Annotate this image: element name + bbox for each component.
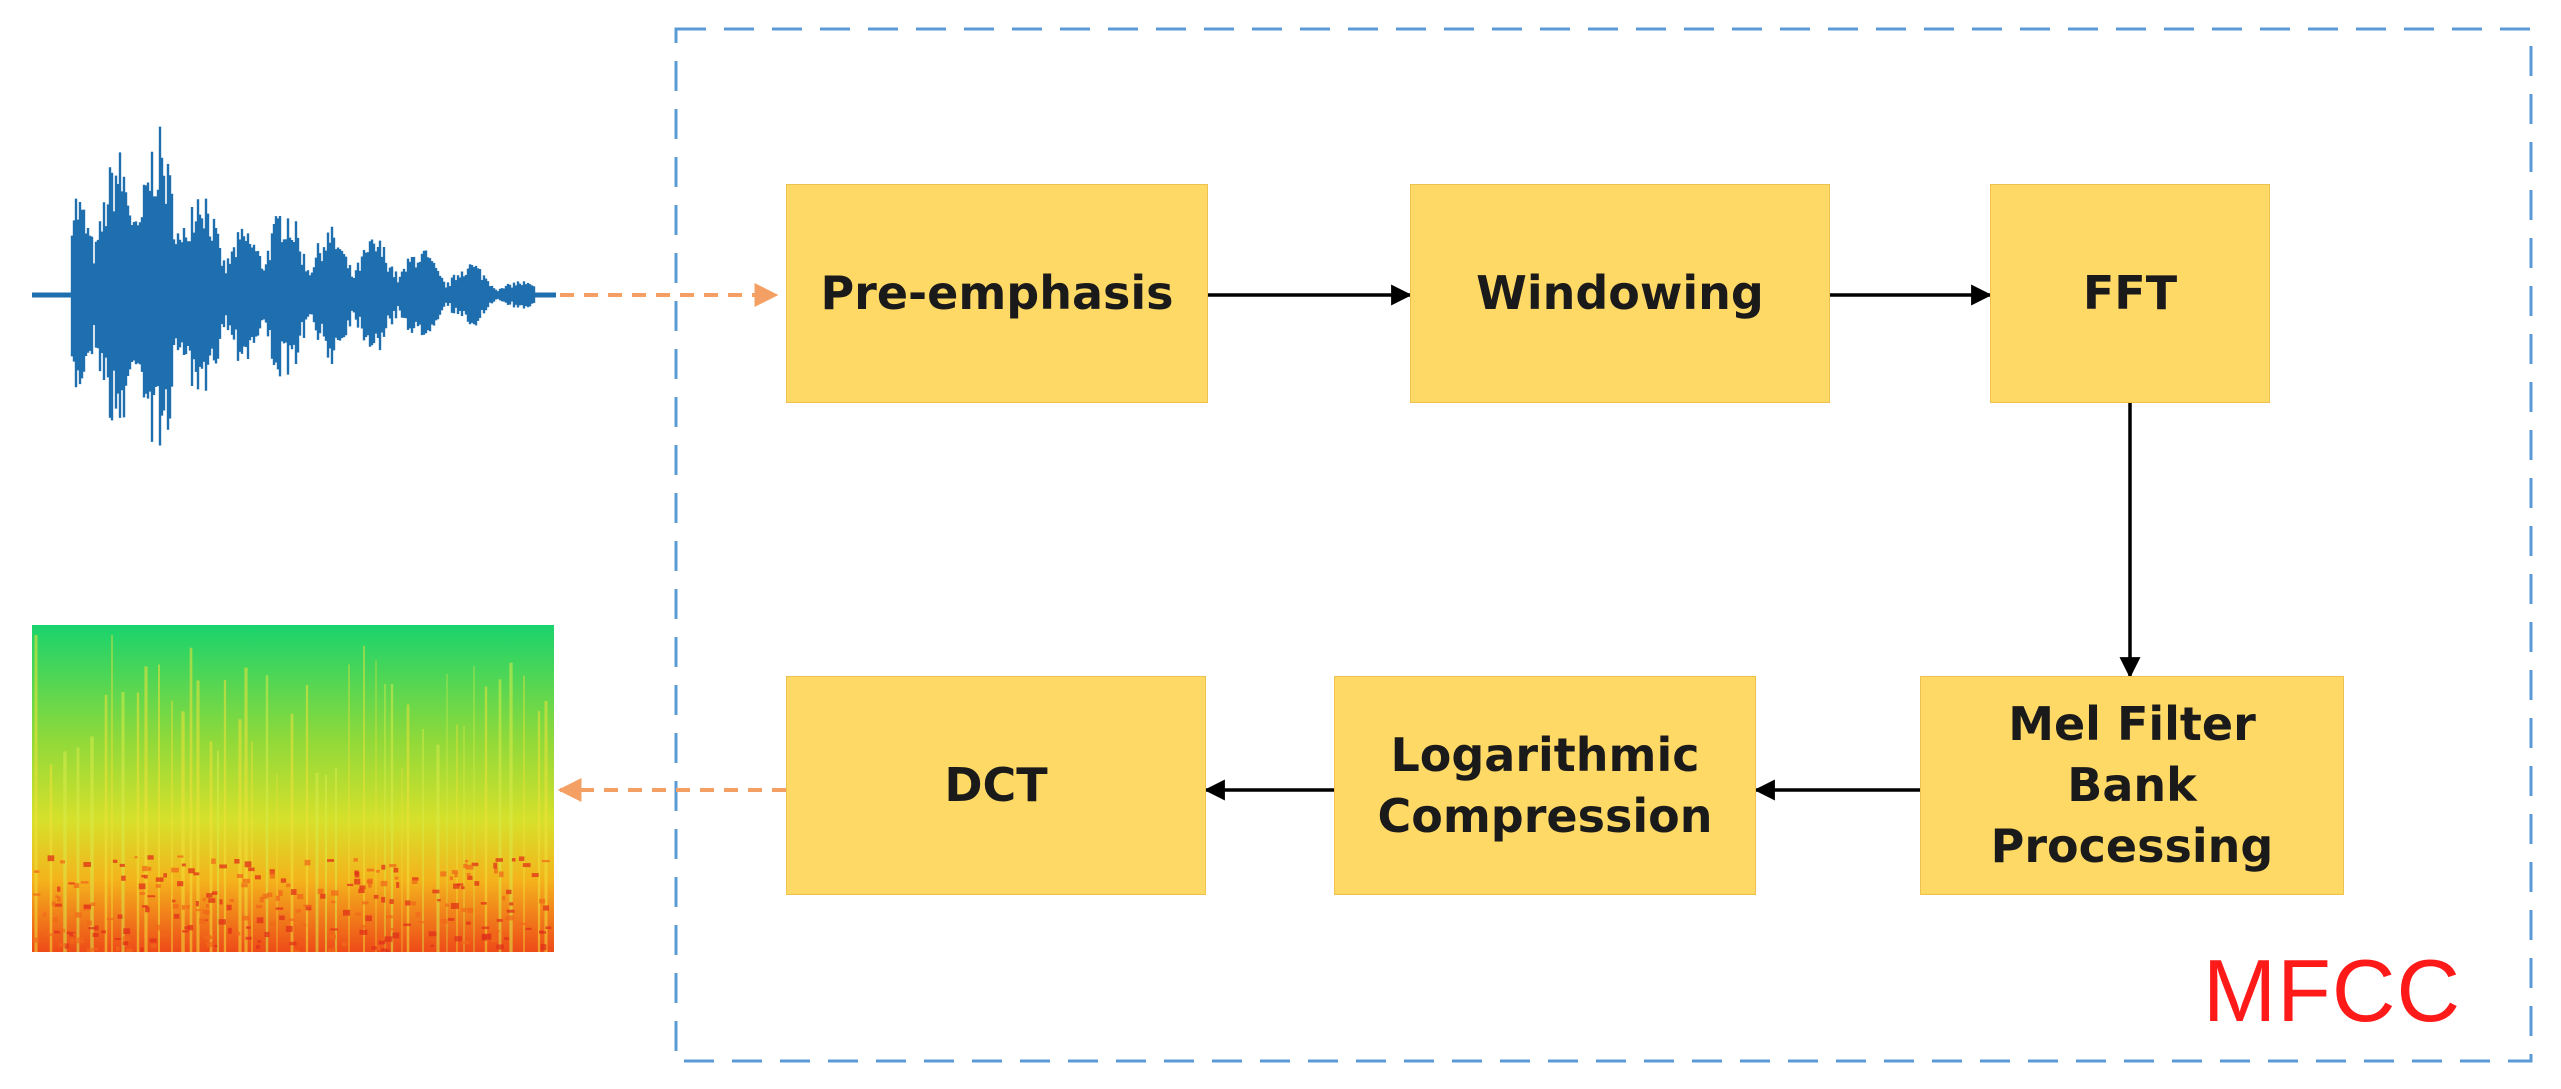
audio-waveform-icon bbox=[32, 126, 556, 446]
mel-filter-line-1: Mel Filter bbox=[2008, 697, 2256, 752]
fft-box: FFT bbox=[1990, 184, 2270, 403]
log-compression-line-1: Logarithmic bbox=[1390, 727, 1700, 782]
log-compression-line-2: Compression bbox=[1377, 788, 1713, 843]
dct-label: DCT bbox=[944, 758, 1048, 813]
mel-filter-bank-box: Mel Filter Bank Processing bbox=[1920, 676, 2344, 895]
windowing-box: Windowing bbox=[1410, 184, 1830, 403]
mel-filter-line-2: Bank bbox=[2067, 758, 2197, 813]
mel-filter-line-3: Processing bbox=[1990, 818, 2274, 873]
mfcc-group-label: MFCC bbox=[2202, 941, 2461, 1040]
mfcc-group-border bbox=[674, 27, 2533, 1063]
pre-emphasis-label: Pre-emphasis bbox=[820, 266, 1174, 321]
log-compression-box: Logarithmic Compression bbox=[1334, 676, 1756, 895]
windowing-label: Windowing bbox=[1476, 266, 1764, 321]
pre-emphasis-box: Pre-emphasis bbox=[786, 184, 1208, 403]
dct-box: DCT bbox=[786, 676, 1206, 895]
fft-label: FFT bbox=[2082, 266, 2178, 321]
spectrogram-icon bbox=[32, 625, 554, 952]
